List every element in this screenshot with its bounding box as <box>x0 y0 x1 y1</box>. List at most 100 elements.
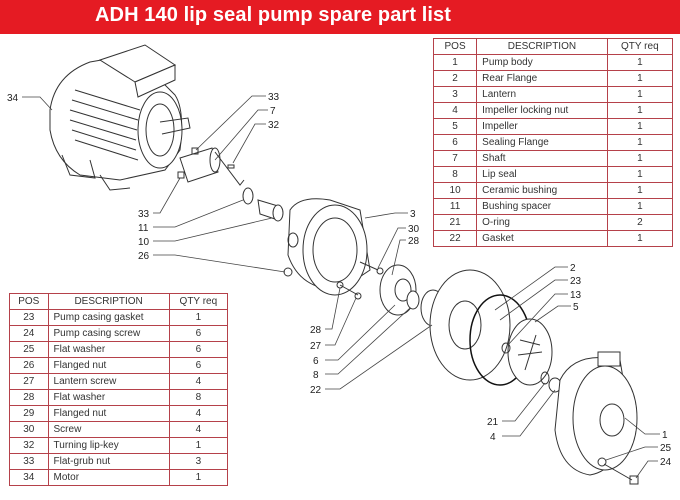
callout-label: 24 <box>660 457 672 468</box>
part-pos: 27 <box>9 373 49 390</box>
part-description: Pump casing screw <box>47 325 170 342</box>
part-pos: 30 <box>9 421 49 438</box>
part-pos: 1 <box>432 54 478 71</box>
part-pos: 3 <box>432 86 478 103</box>
part-description: O-ring <box>476 214 608 231</box>
callout-label: 13 <box>570 290 582 301</box>
callout-label: 28 <box>408 236 420 247</box>
part-description: Flanged nut <box>47 405 170 422</box>
part-pos: 34 <box>9 469 49 486</box>
callout-label: 32 <box>268 120 280 131</box>
callout-label: 25 <box>660 443 672 454</box>
part-qty: 1 <box>606 86 674 103</box>
callout-label: 5 <box>573 302 579 313</box>
shaft-drawing <box>177 147 245 186</box>
part-pos: 29 <box>9 405 49 422</box>
part-pos: 23 <box>9 309 49 326</box>
callout-label: 11 <box>138 223 149 234</box>
header-pos: POS <box>432 38 478 55</box>
part-description: Lantern screw <box>47 373 170 390</box>
motor-drawing <box>49 44 191 191</box>
part-qty: 1 <box>168 469 229 486</box>
part-pos: 21 <box>432 214 478 231</box>
header-description: DESCRIPTION <box>476 38 608 55</box>
pump-body-drawing <box>554 351 638 476</box>
part-qty: 6 <box>168 341 229 358</box>
callout-label: 7 <box>270 106 276 117</box>
part-pos: 8 <box>432 166 478 183</box>
part-pos: 33 <box>9 453 49 470</box>
part-qty: 1 <box>606 70 674 87</box>
part-qty: 1 <box>606 54 674 71</box>
part-pos: 25 <box>9 341 49 358</box>
callout-label: 33 <box>268 92 280 103</box>
part-description: Impeller <box>476 118 608 135</box>
part-qty: 1 <box>606 134 674 151</box>
part-pos: 28 <box>9 389 49 406</box>
part-pos: 4 <box>432 102 478 119</box>
part-description: Gasket <box>476 230 608 247</box>
part-qty: 4 <box>168 373 229 390</box>
callout-label: 23 <box>570 276 582 287</box>
part-qty: 1 <box>606 230 674 247</box>
part-qty: 4 <box>168 421 229 438</box>
part-description: Impeller locking nut <box>476 102 608 119</box>
part-description: Flat-grub nut <box>47 453 170 470</box>
callout-label: 33 <box>138 209 150 220</box>
table-header-row: POS DESCRIPTION QTY req <box>432 38 674 55</box>
part-qty: 1 <box>606 118 674 135</box>
part-description: Flat washer <box>47 341 170 358</box>
callout-label: 4 <box>490 432 496 443</box>
part-qty: 1 <box>606 150 674 167</box>
part-description: Bushing spacer <box>476 198 608 215</box>
callout-label: 26 <box>138 251 150 262</box>
page-title: ADH 140 lip seal pump spare part list <box>95 4 452 26</box>
part-qty: 1 <box>168 309 229 326</box>
part-description: Screw <box>47 421 170 438</box>
callout-label: 6 <box>313 356 319 367</box>
part-description: Ceramic bushing <box>476 182 608 199</box>
table-header-row: POS DESCRIPTION QTY req <box>9 293 229 310</box>
callout-label: 8 <box>313 370 319 381</box>
part-pos: 22 <box>432 230 478 247</box>
part-pos: 26 <box>9 357 49 374</box>
part-qty: 8 <box>168 389 229 406</box>
part-qty: 1 <box>168 437 229 454</box>
header-pos: POS <box>9 293 49 310</box>
title-banner: ADH 140 lip seal pump spare part list <box>0 0 680 34</box>
callout-label: 2 <box>570 263 576 274</box>
header-qty: QTY req <box>168 293 229 310</box>
part-qty: 1 <box>606 198 674 215</box>
callout-label: 34 <box>7 93 19 104</box>
callout-label: 21 <box>487 417 499 428</box>
part-pos: 5 <box>432 118 478 135</box>
part-pos: 6 <box>432 134 478 151</box>
part-qty: 4 <box>168 405 229 422</box>
part-qty: 6 <box>168 325 229 342</box>
callout-label: 3 <box>410 209 416 220</box>
part-qty: 1 <box>606 166 674 183</box>
header-qty: QTY req <box>606 38 674 55</box>
part-pos: 32 <box>9 437 49 454</box>
part-qty: 2 <box>606 214 674 231</box>
part-pos: 7 <box>432 150 478 167</box>
callout-label: 10 <box>138 237 150 248</box>
part-description: Sealing Flange <box>476 134 608 151</box>
